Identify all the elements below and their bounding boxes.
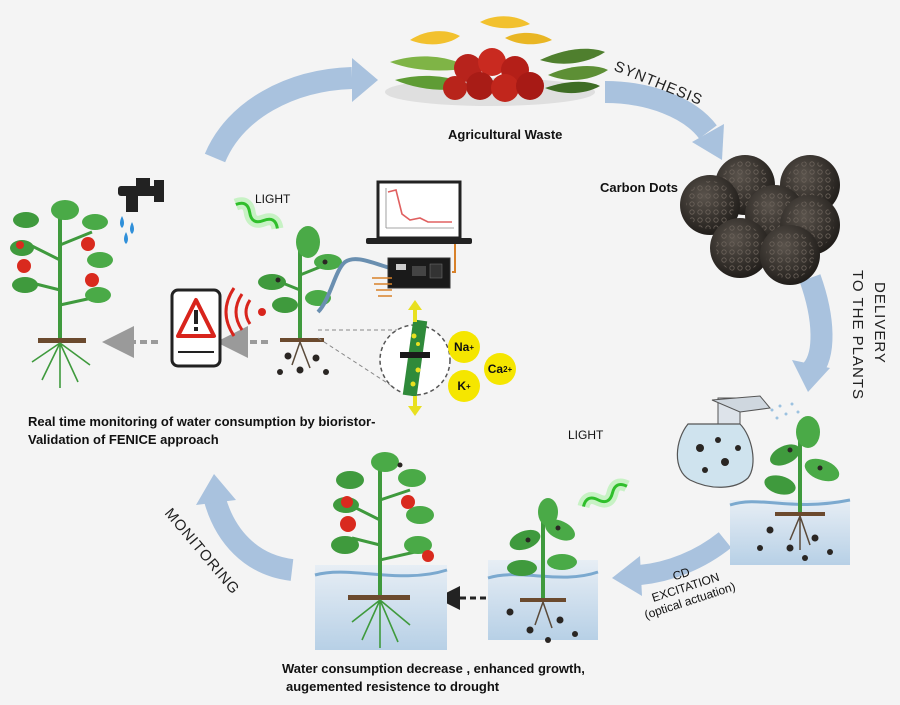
faucet-icon <box>118 178 164 244</box>
cycle-arrow-delivery <box>792 274 833 392</box>
light-label-bottom: LIGHT <box>568 428 604 442</box>
sodium-ion-charge: + <box>469 342 474 352</box>
outcome-caption-line2: augemented resistence to drought <box>286 679 500 694</box>
smartphone-alert-icon <box>170 288 222 368</box>
calcium-ion-charge: 2+ <box>503 364 513 374</box>
potassium-ion-charge: + <box>466 381 471 391</box>
laptop-icon <box>366 180 472 244</box>
cycle-arrow-monitoring <box>196 474 294 581</box>
cycle-arrow-to-waste <box>204 58 378 163</box>
light-wave-bottom <box>577 478 630 509</box>
potassium-ion-symbol: K <box>457 379 466 393</box>
outcome-caption: Water consumption decrease , enhanced gr… <box>282 660 585 696</box>
plant-excited <box>487 498 599 643</box>
sodium-ion-symbol: Na <box>453 340 470 354</box>
outcome-caption-line1: Water consumption decrease , enhanced gr… <box>282 661 585 676</box>
zoom-line-bottom <box>317 337 399 391</box>
sodium-ion-badge: Na+ <box>448 331 480 363</box>
potassium-ion-badge: K+ <box>448 370 480 402</box>
light-label-top: LIGHT <box>255 192 291 206</box>
plant-monitored <box>10 200 113 388</box>
realtime-monitoring-caption: Real time monitoring of water consumptio… <box>28 413 375 449</box>
sensor-cable <box>316 257 391 314</box>
laptop-cable <box>452 244 456 273</box>
realtime-caption-line1: Real time monitoring of water consumptio… <box>28 414 376 429</box>
agricultural-waste-illustration <box>385 16 608 106</box>
delivery-label-line2: TO THE PLANTS <box>849 270 866 400</box>
cycle-arrow-synthesis <box>604 81 724 160</box>
bioristor-zoom <box>379 300 451 416</box>
carbon-dots-illustration <box>680 155 840 285</box>
sprayer-illustration <box>676 395 800 488</box>
wireless-signal-icon <box>224 287 266 337</box>
cycle-arrow-excitation <box>612 532 732 596</box>
plant-with-bioristor <box>258 226 342 375</box>
carbon-dots-label: Carbon Dots <box>600 180 678 195</box>
light-wave-top <box>233 197 284 230</box>
realtime-caption-line2: Validation of FENICE approach <box>28 432 219 447</box>
agricultural-waste-label: Agricultural Waste <box>448 127 563 142</box>
plant-grown <box>314 452 448 650</box>
delivery-label-line1: DELIVERY <box>871 282 888 364</box>
calcium-ion-symbol: Ca <box>487 362 504 376</box>
plant-delivery <box>729 416 851 565</box>
circuit-board-icon <box>372 257 451 297</box>
